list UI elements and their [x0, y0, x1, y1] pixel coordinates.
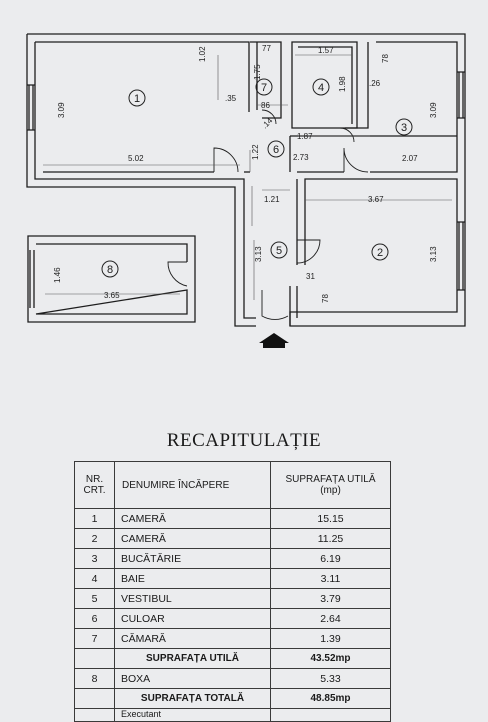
dimension-label: 1.98: [338, 76, 347, 92]
table-row: 5 VESTIBUL 3.79: [74, 588, 391, 609]
dimension-label: 3.65: [104, 291, 120, 300]
row-area: 1.39: [270, 628, 391, 649]
total-area-label: SUPRAFAȚA TOTALĂ: [114, 688, 271, 709]
dimension-label: .35: [225, 94, 237, 103]
dimension-label: 1.21: [264, 195, 280, 204]
room-number: 8: [107, 264, 113, 276]
row-nr: [74, 648, 115, 669]
row-area: 15.15: [270, 508, 391, 529]
recap-table: NR. CRT. DENUMIRE ÎNCĂPERE SUPRAFAȚA UTI…: [74, 461, 391, 722]
row-nr: 6: [74, 608, 115, 629]
header-nr: NR. CRT.: [74, 461, 115, 509]
table-row: 2 CAMERĂ 11.25: [74, 528, 391, 549]
row-nr: 2: [74, 528, 115, 549]
total-area-row: SUPRAFAȚA TOTALĂ 48.85mp: [74, 688, 391, 709]
dimension-label: 2.73: [293, 153, 309, 162]
room-number: 1: [134, 93, 140, 105]
row-nr: [74, 688, 115, 709]
room-number: 4: [318, 82, 324, 94]
usable-area-label: SUPRAFAȚA UTILĂ: [114, 648, 271, 669]
dimension-label: 78: [321, 294, 330, 303]
dimension-label: 1.02: [198, 46, 207, 62]
row-name: CAMERĂ: [114, 508, 271, 529]
room-number: 7: [261, 82, 267, 94]
dimension-label: 31: [306, 272, 315, 281]
floor-plan: 1 2 3 4 5 6 7 8 1.02 3.09 .35 5.02 77 1.…: [26, 33, 466, 348]
row-area: 3.11: [270, 568, 391, 589]
table-row: 4 BAIE 3.11: [74, 568, 391, 589]
row-nr: 8: [74, 668, 115, 689]
dimension-label: 77: [262, 44, 271, 53]
row-name: BAIE: [114, 568, 271, 589]
dimension-label: 86: [261, 101, 270, 110]
table-header-row: NR. CRT. DENUMIRE ÎNCĂPERE SUPRAFAȚA UTI…: [74, 461, 391, 509]
dimension-label: 1.46: [53, 267, 62, 283]
row-nr: 5: [74, 588, 115, 609]
row-name: CĂMARĂ: [114, 628, 271, 649]
row-name: BUCĂTĂRIE: [114, 548, 271, 569]
row-area: 11.25: [270, 528, 391, 549]
row-name: CULOAR: [114, 608, 271, 629]
dimension-label: 1.22: [251, 144, 260, 160]
table-row: 6 CULOAR 2.64: [74, 608, 391, 629]
dimension-label: 3.09: [429, 102, 438, 118]
header-name: DENUMIRE ÎNCĂPERE: [114, 461, 271, 509]
row-area: 6.19: [270, 548, 391, 569]
room-number: 2: [377, 247, 383, 259]
dimension-label: 5.02: [128, 154, 144, 163]
row-nr: 7: [74, 628, 115, 649]
table-row: 3 BUCĂTĂRIE 6.19: [74, 548, 391, 569]
dimension-label: 3.13: [254, 246, 263, 262]
row-area: 2.64: [270, 608, 391, 629]
usable-area-row: SUPRAFAȚA UTILĂ 43.52mp: [74, 648, 391, 669]
row-area: 5.33: [270, 668, 391, 689]
room-number: 6: [273, 144, 279, 156]
room-number: 3: [401, 122, 407, 134]
dimension-label: 2.07: [402, 154, 418, 163]
row-name: BOXA: [114, 668, 271, 689]
table-row: 1 CAMERĂ 15.15: [74, 508, 391, 529]
row-name: CAMERĂ: [114, 528, 271, 549]
dimension-label: 78: [381, 54, 390, 63]
row-name: VESTIBUL: [114, 588, 271, 609]
row-nr: 4: [74, 568, 115, 589]
table-row: 8 BOXA 5.33: [74, 668, 391, 689]
dimension-label: 1.75: [253, 64, 262, 80]
row-nr: 1: [74, 508, 115, 529]
room-number: 5: [276, 245, 282, 257]
table-row: 7 CĂMARĂ 1.39: [74, 628, 391, 649]
header-area: SUPRAFAȚA UTILĂ (mp): [270, 461, 391, 509]
recap-title: RECAPITULAȚIE: [166, 430, 322, 451]
dimension-label: 3.67: [368, 195, 384, 204]
dimension-label: 1.87: [297, 132, 313, 141]
usable-area-value: 43.52mp: [270, 648, 391, 669]
dimension-label: 3.09: [57, 102, 66, 118]
dimension-label: 1.57: [318, 46, 334, 55]
dimension-label: .26: [369, 79, 381, 88]
dimension-label: 3.13: [429, 246, 438, 262]
total-area-value: 48.85mp: [270, 688, 391, 709]
row-area: 3.79: [270, 588, 391, 609]
executant-row: Executant: [74, 708, 391, 722]
row-nr: 3: [74, 548, 115, 569]
